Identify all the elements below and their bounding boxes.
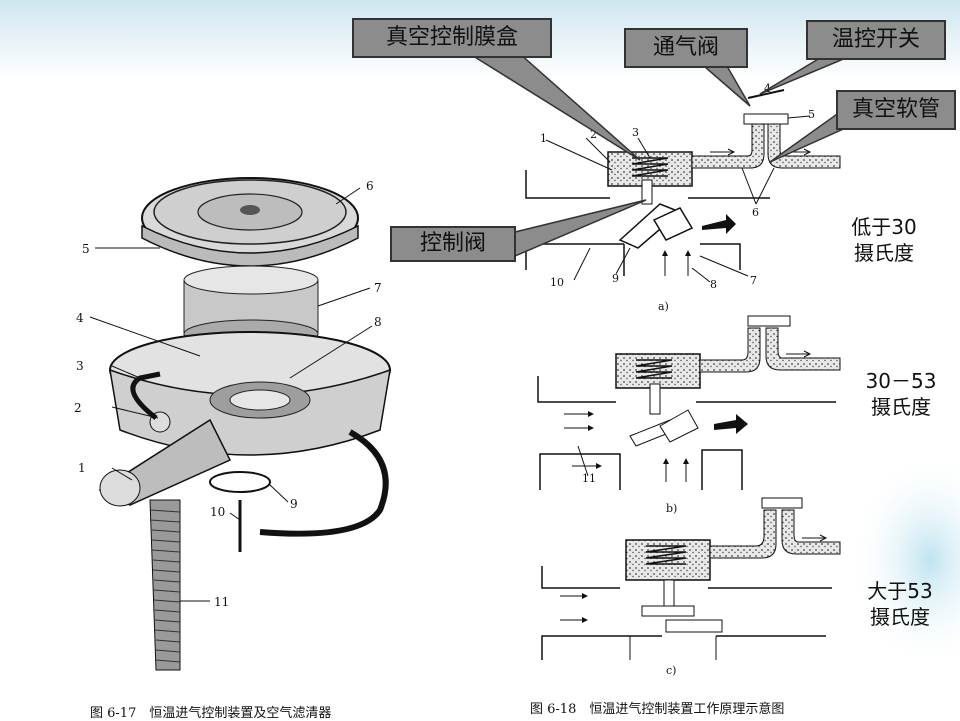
panel-c: c) xyxy=(541,497,841,677)
left-label-7: 7 xyxy=(374,281,382,295)
left-label-5: 5 xyxy=(82,242,90,256)
left-label-11: 11 xyxy=(214,595,229,609)
temp-low: 低于30 摄氏度 xyxy=(834,214,934,266)
temp-high: 大于53 摄氏度 xyxy=(850,578,950,630)
left-label-6: 6 xyxy=(366,179,374,193)
temp-mid: 30－53 摄氏度 xyxy=(846,368,956,420)
left-label-1: 1 xyxy=(78,461,86,475)
a-label-10: 10 xyxy=(550,276,564,289)
callout-vacuum-hose: 真空软管 xyxy=(836,90,956,130)
callout-vacuum-diaphragm: 真空控制膜盒 xyxy=(352,18,552,58)
temp-mid-value: 30－53 xyxy=(865,369,937,393)
left-label-4: 4 xyxy=(76,311,84,325)
a-label-7: 7 xyxy=(750,274,757,287)
a-label-6: 6 xyxy=(752,206,759,219)
a-label-9: 9 xyxy=(612,272,619,285)
callout-control-valve: 控制阀 xyxy=(390,226,516,262)
caption-left: 图 6-17 恒温进气控制装置及空气滤清器 xyxy=(90,706,332,721)
air-cleaner-illustration: 1 2 3 4 5 6 7 8 9 10 11 xyxy=(74,177,391,671)
a-label-5: 5 xyxy=(808,108,815,121)
callout-vent-valve: 通气阀 xyxy=(624,28,748,68)
a-label-4: 4 xyxy=(764,82,771,95)
panel-a: 1 2 3 4 5 6 7 8 9 10 a) xyxy=(525,82,841,313)
temp-high-value: 大于53 xyxy=(867,579,933,603)
b-label-11: 11 xyxy=(582,472,596,485)
panel-b: 11 b) xyxy=(537,315,841,515)
temp-low-value: 低于30 xyxy=(851,215,917,239)
working-principle-diagram: 1 2 3 4 5 6 7 8 9 10 a) xyxy=(525,82,841,677)
sub-label-a: a) xyxy=(658,300,669,313)
a-label-2: 2 xyxy=(590,128,597,141)
caption-right: 图 6-18 恒温进气控制装置工作原理示意图 xyxy=(530,702,785,717)
temp-mid-unit: 摄氏度 xyxy=(871,395,931,419)
left-label-9: 9 xyxy=(290,497,298,511)
a-label-3: 3 xyxy=(632,126,639,139)
sub-label-c: c) xyxy=(666,664,676,677)
left-label-3: 3 xyxy=(76,359,84,373)
a-label-1: 1 xyxy=(540,132,547,145)
left-label-2: 2 xyxy=(74,401,82,415)
a-label-8: 8 xyxy=(710,278,717,291)
temp-high-unit: 摄氏度 xyxy=(870,605,930,629)
sub-label-b: b) xyxy=(666,502,677,515)
callout-thermo-switch: 温控开关 xyxy=(806,20,946,60)
temp-low-unit: 摄氏度 xyxy=(854,241,914,265)
left-label-8: 8 xyxy=(374,315,382,329)
left-label-10: 10 xyxy=(210,505,225,519)
